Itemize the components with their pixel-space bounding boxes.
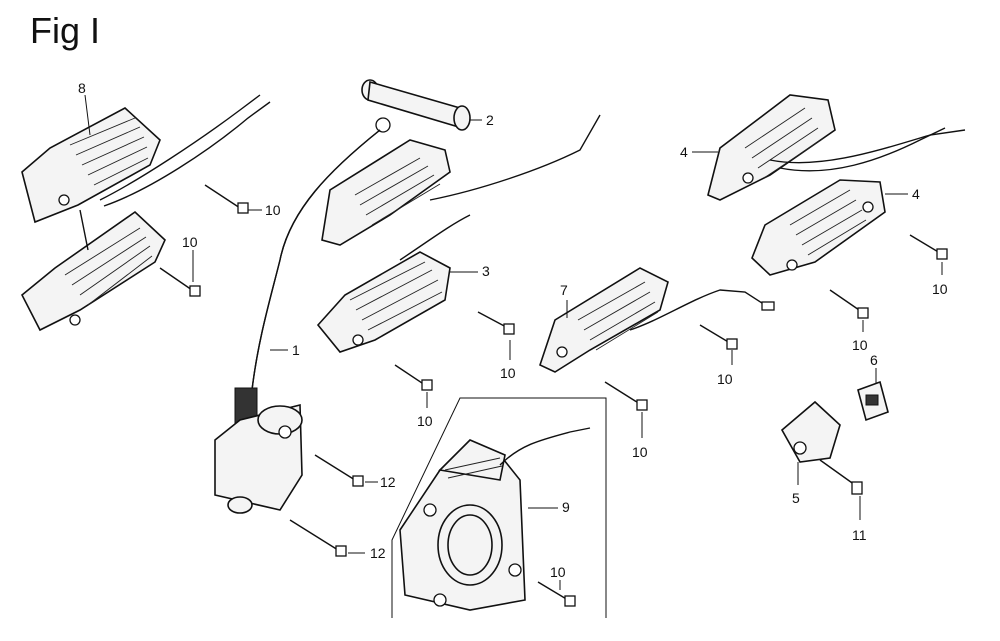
callout-4-a: 4 (680, 144, 688, 160)
callout-7: 7 (560, 282, 568, 298)
callout-10-f: 10 (717, 371, 733, 387)
callout-4-b: 4 (912, 186, 920, 202)
bolt-10-c[interactable] (477, 311, 515, 335)
callout-10-d: 10 (417, 413, 433, 429)
callout-10-i: 10 (852, 337, 868, 353)
coil-part-7[interactable] (539, 267, 775, 373)
bolt-10-g[interactable] (604, 381, 648, 411)
callout-9: 9 (562, 499, 570, 515)
callout-3: 3 (482, 263, 490, 279)
bolt-10-a[interactable] (204, 184, 249, 214)
ignition-coil-part-1[interactable] (214, 129, 381, 514)
bolt-10-i[interactable] (829, 289, 869, 319)
callout-1: 1 (292, 342, 300, 358)
bracket-part-5[interactable] (780, 400, 841, 463)
coil-assembly-part-8[interactable] (20, 94, 271, 332)
coil-part-3[interactable] (316, 214, 471, 353)
callout-12-a: 12 (380, 474, 396, 490)
bolt-10-d[interactable] (394, 364, 433, 391)
bolt-12-a[interactable] (314, 454, 364, 487)
callout-2: 2 (486, 112, 494, 128)
callout-10-a: 10 (265, 202, 281, 218)
coil-part-4-lower[interactable] (751, 179, 886, 276)
callout-10-c: 10 (500, 365, 516, 381)
callout-5: 5 (792, 490, 800, 506)
callout-10-b: 10 (182, 234, 198, 250)
plug-cap-part-2[interactable] (361, 79, 471, 131)
cap-part-6[interactable] (857, 380, 889, 422)
callout-6: 6 (870, 352, 878, 368)
callout-10-h: 10 (932, 281, 948, 297)
callout-10-g: 10 (632, 444, 648, 460)
callout-12-b: 12 (370, 545, 386, 561)
bolt-10-f[interactable] (699, 324, 738, 350)
coil-part-4-upper[interactable] (707, 94, 966, 201)
callout-8: 8 (78, 80, 86, 96)
screw-part-11[interactable] (819, 459, 863, 495)
figure-title: Fig I (30, 10, 101, 51)
coil-upper-middle[interactable] (321, 114, 601, 246)
exploded-box-part-9[interactable] (391, 397, 607, 618)
bolt-10-h[interactable] (909, 234, 948, 260)
callout-10-e: 10 (550, 564, 566, 580)
bolt-10-e[interactable] (537, 581, 576, 607)
bolt-10-b[interactable] (159, 267, 201, 297)
bolt-12-b[interactable] (289, 519, 347, 557)
callout-11: 11 (852, 527, 867, 543)
